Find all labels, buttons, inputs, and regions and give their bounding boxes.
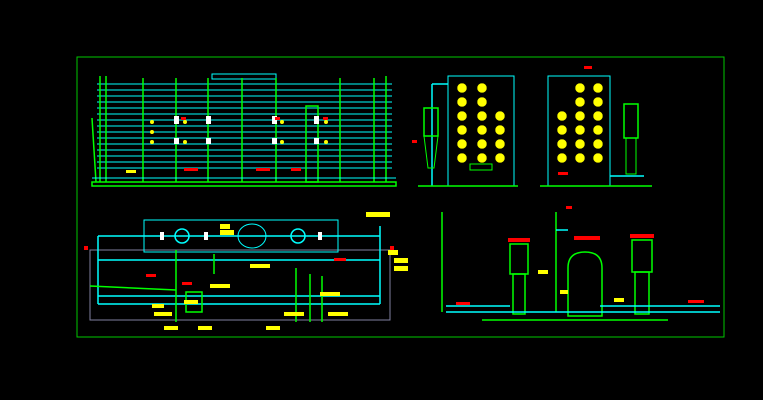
pump-station-elevation — [441, 206, 720, 321]
rack-rear-elevation — [540, 66, 652, 187]
skid-front-elevation — [91, 73, 397, 187]
drawing-frame — [76, 56, 725, 338]
rack-side-elevation — [412, 75, 518, 187]
skid-plan-view — [84, 212, 408, 330]
